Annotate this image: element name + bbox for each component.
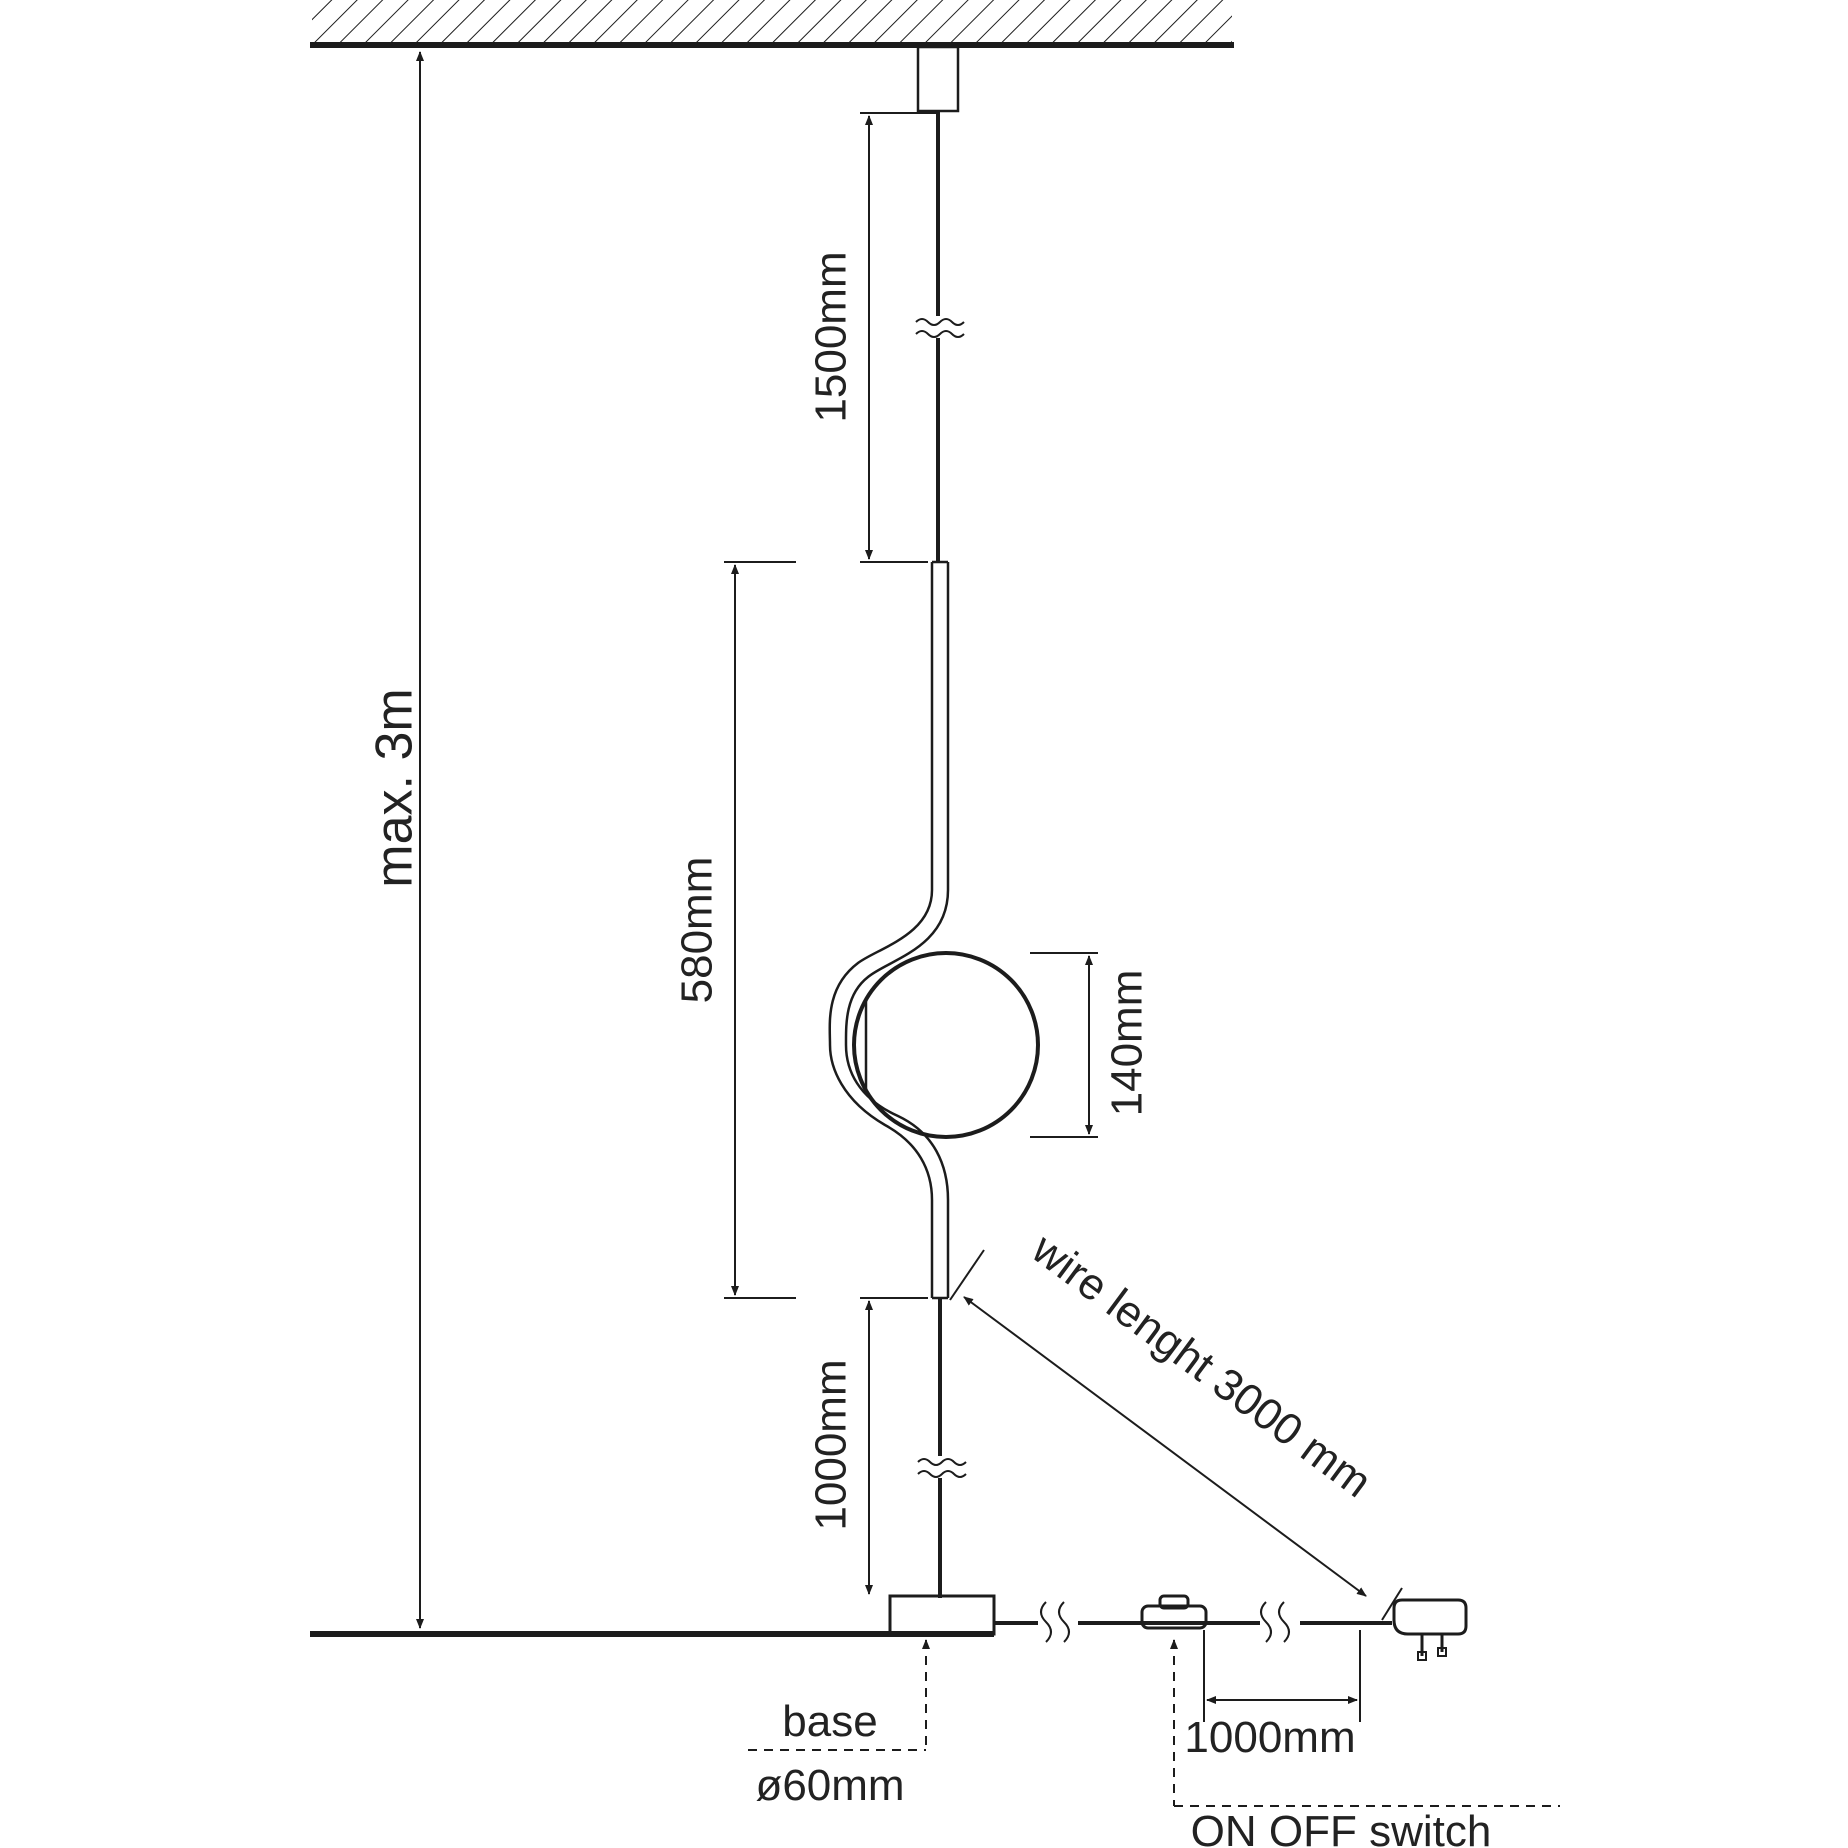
dim-globe [1030, 952, 1098, 1138]
dim-top-cable [860, 112, 936, 563]
switch-leader [1170, 1639, 1560, 1807]
base-diameter-label: ø60mm [755, 1761, 904, 1810]
ceiling-hatch [312, 0, 1232, 44]
floor-cable-break-1 [1038, 1601, 1078, 1644]
plug-distance-label: 1000mm [1184, 1713, 1355, 1762]
max-height-label: max. 3m [366, 688, 424, 887]
base-leader [748, 1639, 930, 1751]
glass-globe [852, 951, 1040, 1139]
dim-plug-distance [1203, 1630, 1361, 1722]
lamp-base [888, 1594, 996, 1636]
globe-label: 140mm [1103, 970, 1152, 1117]
power-plug [1380, 1598, 1468, 1661]
floor-cable-break-2 [1260, 1601, 1300, 1644]
lower-cable-break [916, 1456, 967, 1478]
ceiling [310, 0, 1234, 48]
lamp-body-label: 580mm [673, 857, 722, 1004]
dim-bottom-cable [860, 1297, 928, 1595]
wire-length-label: wire lenght 3000 mm [1022, 1224, 1380, 1507]
switch-label: ON OFF switch [1191, 1807, 1492, 1848]
base-label: base [782, 1697, 877, 1746]
lamp-body [828, 560, 950, 1300]
dim-wire-length [949, 1249, 1403, 1621]
upper-cable-break [914, 316, 965, 338]
top-cable-label: 1500mm [807, 251, 856, 422]
bottom-cable-label: 1000mm [807, 1359, 856, 1530]
ceiling-canopy [916, 45, 960, 113]
dim-lamp-body [724, 561, 796, 1299]
